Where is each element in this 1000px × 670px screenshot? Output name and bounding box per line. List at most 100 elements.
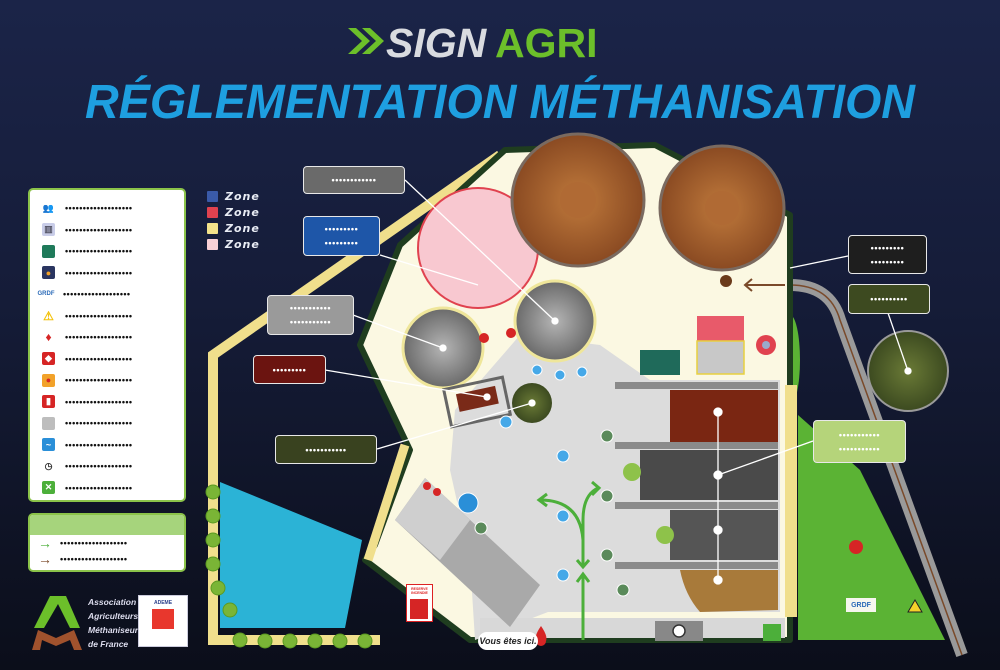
legend-item: ▥ ••••••••••••••••••• <box>30 220 184 240</box>
legend-item: ••••••••••••••••••• <box>30 413 184 433</box>
digester-2-center <box>705 191 739 225</box>
green-square-icon <box>42 244 55 258</box>
building-roof <box>395 478 470 560</box>
callout-olive-tank: ••••••••••• <box>275 435 377 464</box>
metal-plate-icon <box>42 416 55 430</box>
legend-text: ••••••••••••••••••• <box>65 246 133 256</box>
brown-arrow-icon: → <box>38 551 52 567</box>
zone-swatch <box>207 238 218 250</box>
brand-logo: SIGN AGRI <box>348 20 598 66</box>
emergency-exit-icon <box>763 624 781 641</box>
green-arrow-icon: → <box>38 535 52 551</box>
legend-text: ••••••••••••••••••• <box>65 418 133 428</box>
callout-text: ••••••••• <box>324 238 359 248</box>
high-voltage-warning-icon: ⚠ <box>43 308 54 323</box>
emergency-exit-icon: ✕ <box>42 481 55 494</box>
water-basin <box>220 482 362 628</box>
fire-reserve-icon <box>410 599 428 619</box>
gauge-icon: ◷ <box>42 459 55 473</box>
emergency-stop-button-icon: ● <box>42 373 55 387</box>
grid-panel-icon: ▥ <box>42 223 55 236</box>
zone-item: Zone <box>207 204 260 220</box>
callout-text: ••••••••••• <box>305 444 347 455</box>
ademe-label: ADEME <box>153 600 173 606</box>
legend-item: 👥••••••••••••••••••• <box>30 198 184 218</box>
zone-label: Zone <box>225 205 260 219</box>
legend-text: ••••••••••••••••••• <box>65 353 133 364</box>
aamf-logo: Association Agriculteurs Méthaniseurs de… <box>28 592 143 652</box>
brand-sign: SIGN <box>386 20 488 66</box>
legend-item: ♦ ••••••••••••••••••• <box>30 327 184 347</box>
fire-extinguisher-icon <box>423 328 863 554</box>
technical-unit-grill <box>696 340 745 375</box>
legend-item: ~••••••••••••••••••• <box>30 435 184 455</box>
orange-valve-icon: ● <box>42 266 55 279</box>
zone-label: Zone <box>225 221 260 235</box>
hydrant-icon <box>499 364 588 582</box>
callout-text: ••••••••• <box>870 256 905 267</box>
hopper-content <box>455 385 499 412</box>
legend-item: ▮••••••••••••••••••• <box>30 392 184 412</box>
gas-connection-inner <box>762 341 770 349</box>
callout-digester-gray-top: •••••••••••• <box>303 166 405 194</box>
elevator-people-icon: 👥 <box>42 201 55 215</box>
callout-text: ••••••••••• <box>838 429 881 440</box>
callout-storage-silos: ••••••••••• ••••••••••• <box>813 420 906 463</box>
biogas-pipe-icon <box>720 275 732 287</box>
legend-text: ••••••••••••••••••• <box>65 396 133 407</box>
page-title: RÉGLEMENTATION MÉTHANISATION <box>85 75 916 129</box>
flare-torch-icon: ♦ <box>45 330 52 344</box>
legend-item: GRDF••••••••••••••••••• <box>30 284 184 304</box>
leader-lines <box>324 179 912 585</box>
callout-outer-tank: •••••••••• <box>848 284 930 314</box>
aamf-emblem-icon <box>32 596 82 650</box>
callout-text: •••••••••• <box>870 294 908 304</box>
legend-text: ••••••••••••••••••• <box>65 439 133 450</box>
control-panel <box>640 350 680 375</box>
yellow-strip <box>785 385 797 617</box>
zone-item: Zone <box>207 188 260 204</box>
access-road-line <box>789 284 963 656</box>
callout-text: ••••••••••• <box>838 443 881 454</box>
callout-text: •••••••••••• <box>331 175 377 185</box>
legend-item: ◆••••••••••••••••••• <box>30 349 184 369</box>
zone-legend: Zone Zone Zone Zone <box>207 188 260 252</box>
legend-text: ••••••••••••••••••• <box>65 267 133 278</box>
arrow-legend-text: ••••••••••••••••••• <box>60 554 128 564</box>
grdf-logo-icon: GRDF <box>37 291 55 297</box>
arrow-legend-item: → ••••••••••••••••••• <box>30 551 184 567</box>
legend-text: ••••••••••••••••••• <box>65 332 133 342</box>
legend-text: ••••••••••••••••••• <box>65 461 133 471</box>
callout-gray-tank: ••••••••••• ••••••••••• <box>267 295 354 335</box>
fire-reserve-label: RESERVE INCENDIE <box>411 587 428 595</box>
legend-text: ••••••••••••••••••• <box>65 224 133 235</box>
callout-text: ••••••••• <box>324 224 359 234</box>
fire-reserve-sign: RESERVE INCENDIE <box>406 584 433 622</box>
legend-item: ••••••••••••••••••• <box>30 241 184 261</box>
you-are-here-label: Vous êtes ici. <box>478 632 538 650</box>
grdf-sign: GRDF <box>846 598 876 612</box>
hydrant-large-icon <box>457 492 479 514</box>
callout-text: ••••••••••• <box>289 303 332 313</box>
aamf-text: Association Agriculteurs Méthaniseurs de… <box>88 595 143 651</box>
technical-unit <box>697 316 744 341</box>
lawn-zone <box>798 415 945 640</box>
callout-red-hopper: ••••••••• <box>253 355 326 384</box>
zone-swatch <box>207 206 218 218</box>
arrow-legend-header <box>30 515 184 535</box>
ademe-emblem-icon <box>152 609 174 629</box>
legend-text: ••••••••••••••••••• <box>65 375 133 385</box>
gauge-icon <box>672 624 686 638</box>
aamf-line: Méthaniseurs <box>88 625 143 635</box>
legend-item: ✕ ••••••••••••••••••• <box>30 478 184 498</box>
inner-road <box>363 443 410 562</box>
zone-item: Zone <box>207 236 260 252</box>
callout-text: ••••••••••• <box>289 317 332 327</box>
zone-label: Zone <box>225 237 260 251</box>
legend-text: ••••••••••••••••••• <box>65 482 133 493</box>
storage-bays <box>615 382 778 612</box>
legend-item: ● ••••••••••••••••••• <box>30 263 184 283</box>
chevron-icon <box>362 28 384 54</box>
callout-text: ••••••••• <box>870 242 905 253</box>
legend-item: ● ••••••••••••••••••• <box>30 370 184 390</box>
